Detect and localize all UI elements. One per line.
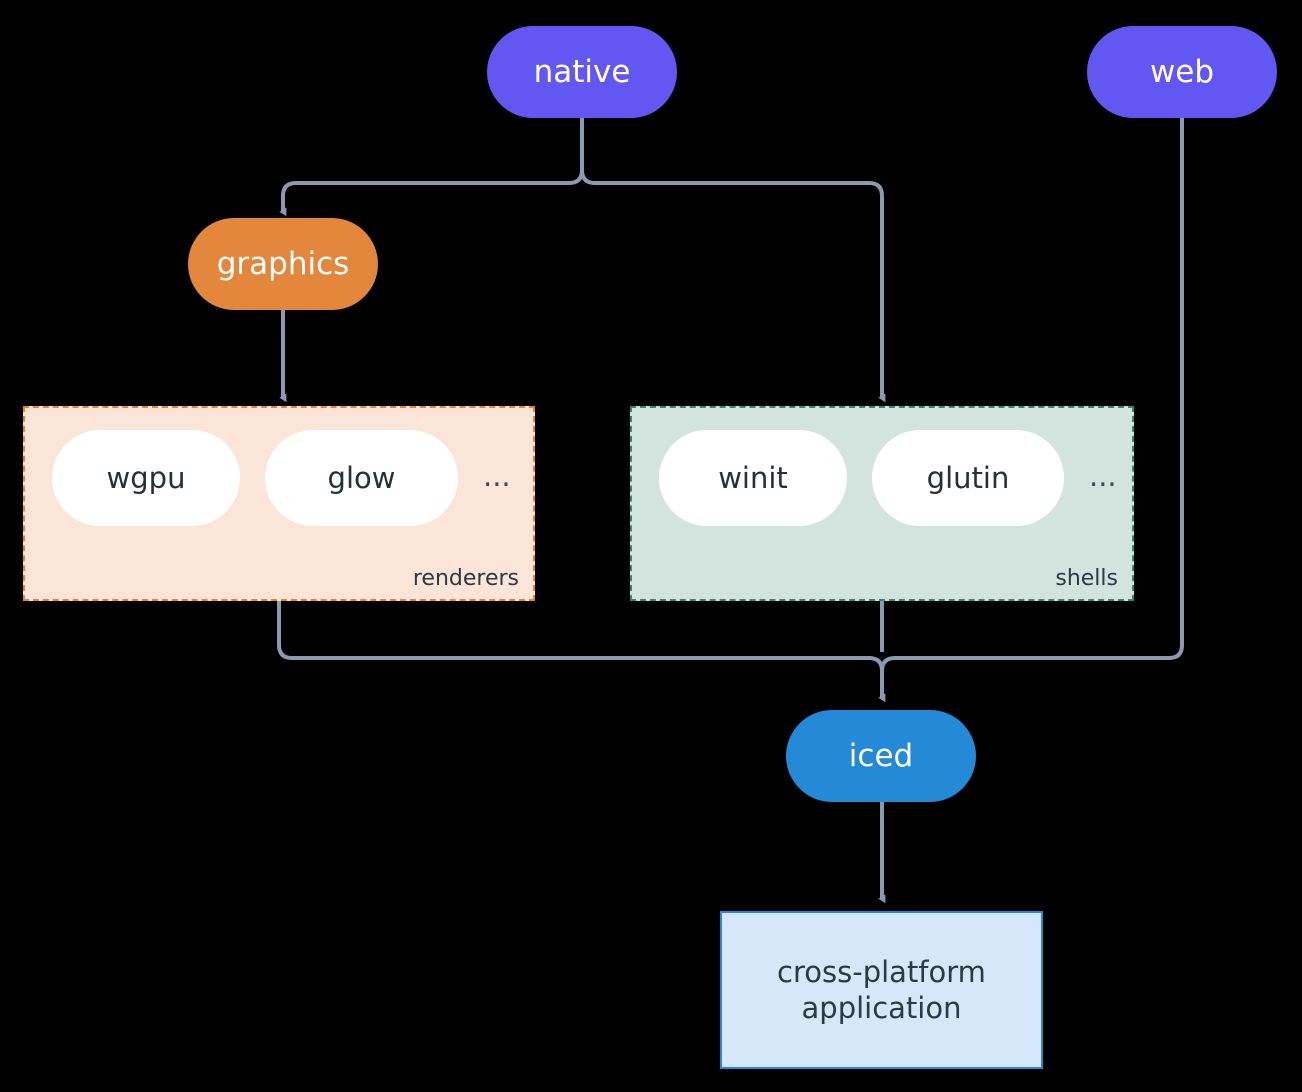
node-wgpu[interactable]: wgpu — [52, 430, 240, 526]
shells-overflow-ellipsis: ... — [1089, 458, 1117, 493]
node-iced-label: iced — [848, 737, 914, 774]
node-web[interactable]: web — [1087, 26, 1277, 118]
node-winit[interactable]: winit — [659, 430, 847, 526]
node-app-label-line2: application — [801, 991, 962, 1025]
node-glow-label: glow — [327, 461, 396, 495]
node-app-label-line1: cross-platform — [777, 954, 986, 989]
cluster-shells-items: winit glutin ... — [632, 430, 1117, 526]
cluster-renderers-items: wgpu glow ... — [25, 430, 511, 526]
cluster-shells: winit glutin ... shells — [630, 406, 1134, 601]
renderers-overflow-ellipsis: ... — [483, 458, 511, 493]
cluster-renderers-label: renderers — [412, 566, 519, 591]
cluster-shells-label: shells — [1055, 566, 1118, 591]
edge-native-to-shells — [580, 169, 886, 403]
node-winit-label: winit — [718, 461, 788, 495]
node-graphics-label: graphics — [216, 245, 350, 282]
cluster-renderers: wgpu glow ... renderers — [23, 406, 535, 601]
node-iced[interactable]: iced — [786, 710, 976, 802]
node-glow[interactable]: glow — [265, 430, 458, 526]
edge-renderers-to-iced — [277, 601, 869, 660]
node-wgpu-label: wgpu — [106, 461, 186, 495]
node-native[interactable]: native — [487, 26, 677, 118]
node-cross-platform-application[interactable]: cross-platform application — [720, 911, 1043, 1069]
node-web-label: web — [1149, 53, 1215, 90]
node-glutin-label: glutin — [926, 461, 1010, 495]
edge-bus-join-right — [880, 656, 896, 672]
node-glutin[interactable]: glutin — [872, 430, 1064, 526]
edge-native-to-graphics — [279, 169, 584, 217]
node-graphics[interactable]: graphics — [188, 218, 378, 310]
edge-bus-to-iced — [868, 656, 886, 703]
node-native-label: native — [533, 53, 631, 90]
